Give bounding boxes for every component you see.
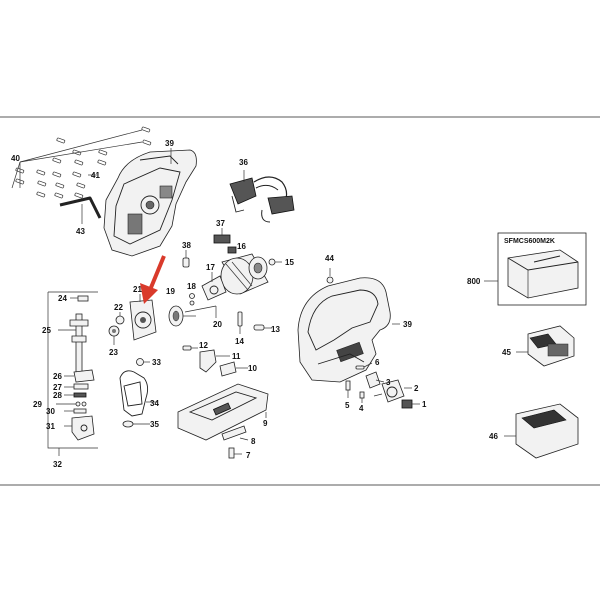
kit-box-label: SFMCS600M2K [504,238,555,245]
callout-37: 37 [216,219,225,228]
callout-29: 29 [33,400,42,409]
callout-27: 27 [53,383,62,392]
callout-38: 38 [182,241,191,250]
blade-assembly-group [47,291,98,456]
callout-41: 41 [91,171,100,180]
gear-housing-21 [129,294,157,341]
callout-43: 43 [76,227,85,236]
battery-45 [516,325,575,367]
slider-1 [401,399,420,409]
brush-plate-17 [201,272,227,301]
callout-8: 8 [251,437,256,446]
screw-set-40 [11,126,152,199]
callout-26: 26 [53,372,62,381]
roller-35 [122,420,150,428]
callout-labels: 40 41 43 39 36 37 38 16 15 17 18 19 20 2… [11,139,555,469]
callout-44: 44 [325,254,334,263]
motor-assembly [220,253,282,295]
clip-10 [219,361,248,377]
callout-15: 15 [285,258,294,267]
washer-18 [189,293,195,306]
callout-1: 1 [422,400,427,409]
callout-23: 23 [109,348,118,357]
callout-35: 35 [150,420,159,429]
callout-6: 6 [375,358,380,367]
bracket-20 [184,305,217,318]
screw-7 [228,447,242,459]
screw-5 [345,380,351,398]
roller-33 [136,358,150,366]
callout-18: 18 [187,282,196,291]
callout-31: 31 [46,422,55,431]
lever-3 [365,371,385,389]
kit-box-800 [484,232,587,306]
bearing-23 [108,325,120,345]
callout-3: 3 [386,378,391,387]
callout-19: 19 [166,287,175,296]
gear-19 [168,305,196,327]
callout-7: 7 [246,451,251,460]
callout-14: 14 [235,337,244,346]
callout-16: 16 [237,242,246,251]
charger-46 [504,403,579,459]
hex-key-43 [59,196,102,224]
callout-20: 20 [213,320,222,329]
callout-12: 12 [199,341,208,350]
roller-bracket-34 [119,370,156,417]
callout-21: 21 [133,285,142,294]
base-shoe-9 [177,383,269,441]
pin-12 [182,345,198,351]
knob-2 [373,379,412,403]
pin-13 [253,324,272,331]
callout-24: 24 [58,294,67,303]
callout-13: 13 [271,325,280,334]
highlight-arrow [140,255,166,304]
callout-36: 36 [239,158,248,167]
switch-wiring-36 [229,170,295,223]
callout-5: 5 [345,401,350,410]
callout-40: 40 [11,154,20,163]
lever-11 [199,349,230,373]
callout-34: 34 [150,399,159,408]
callout-11: 11 [232,352,241,361]
callout-17: 17 [206,263,215,272]
callout-39-top: 39 [165,139,174,148]
callout-10: 10 [248,364,257,373]
callout-25: 25 [42,326,51,335]
small-pin-38 [182,250,190,268]
callout-32: 32 [53,460,62,469]
label-plate-37 [213,228,231,244]
housing-half-39 [103,148,197,257]
callout-800: 800 [467,277,481,286]
callout-28: 28 [53,391,62,400]
label-plate-16 [227,246,237,254]
callout-33: 33 [152,358,161,367]
callout-46: 46 [489,432,498,441]
callout-30: 30 [46,407,55,416]
callout-45: 45 [502,348,511,357]
pin-6 [355,362,373,370]
bearing-22 [115,312,125,325]
callout-4: 4 [359,404,364,413]
screw-4 [359,391,365,403]
pin-14 [237,311,243,334]
callout-22: 22 [114,303,123,312]
callout-2: 2 [414,384,419,393]
plate-8 [221,425,249,441]
housing-half-39-right [297,268,400,383]
callout-9: 9 [263,419,268,428]
callout-39-right: 39 [403,320,412,329]
